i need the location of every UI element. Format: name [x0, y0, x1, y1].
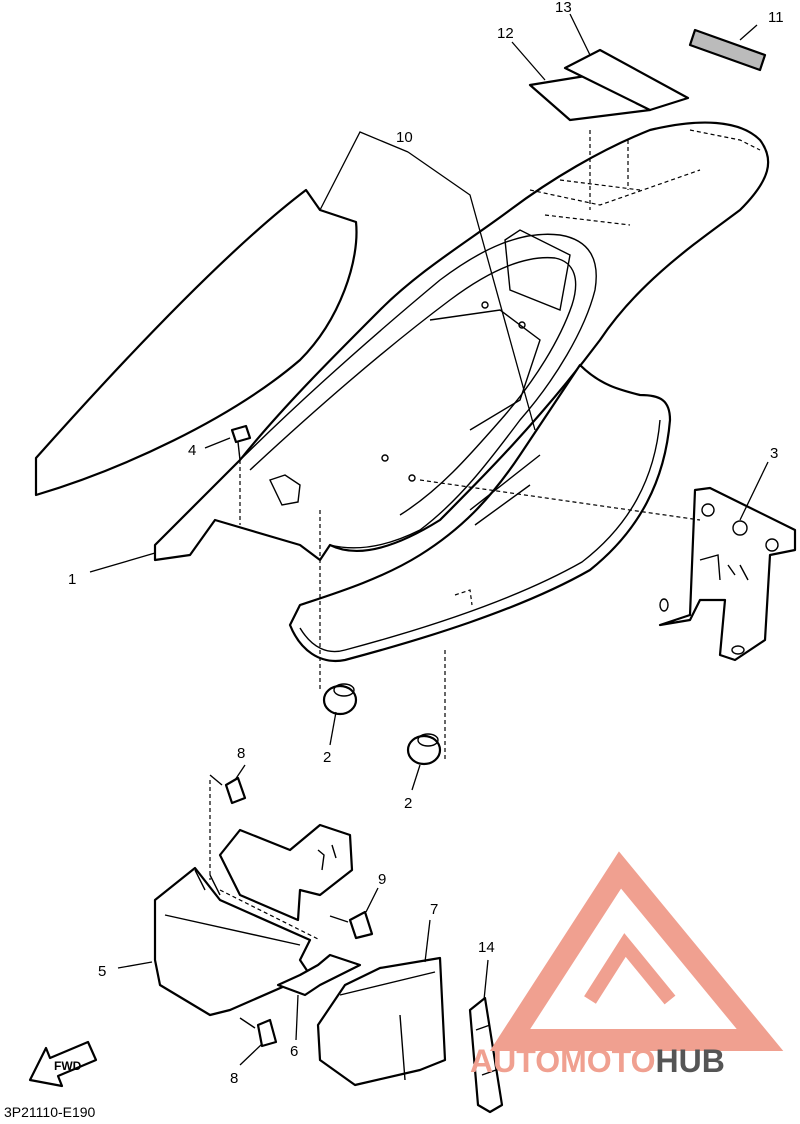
- bolt-8-lower: [239, 1017, 278, 1048]
- callout-1: 1: [68, 571, 76, 588]
- emblem-11: [688, 28, 767, 72]
- rear-frame: [153, 121, 770, 562]
- watermark-moto: MOTO: [560, 1043, 655, 1079]
- callout-9: 9: [378, 871, 386, 888]
- diagram-code: 3P21110-E190: [4, 1104, 96, 1120]
- callout-5: 5: [98, 963, 106, 980]
- grommet-upper: [322, 683, 358, 716]
- callout-2b: 2: [404, 795, 412, 812]
- battery-cover: [316, 956, 447, 1087]
- decal-13: [563, 48, 690, 112]
- bolt-9: [329, 910, 374, 940]
- callout-4: 4: [188, 442, 196, 459]
- callout-7: 7: [430, 901, 438, 918]
- watermark-hub: HUB: [655, 1043, 724, 1079]
- plate: [276, 953, 362, 997]
- callout-10: 10: [396, 129, 413, 146]
- bolt-8-upper: [209, 774, 247, 805]
- callout-8b: 8: [230, 1070, 238, 1087]
- callout-11: 11: [768, 9, 784, 26]
- fwd-label: FWD: [54, 1059, 82, 1073]
- watermark-logo: AUTOMOTOHUB: [470, 851, 784, 1079]
- dashed-leaders: [209, 130, 701, 941]
- callout-numbers: 1 2 2 3 4 5 6 7 8 8 9 10 11 12 13 14: [68, 0, 784, 1087]
- screw: [230, 424, 252, 461]
- rubber-band: [468, 996, 504, 1114]
- battery-bracket: [218, 823, 354, 922]
- seat: [34, 188, 358, 497]
- callout-3: 3: [770, 445, 778, 462]
- callout-13: 13: [555, 0, 572, 16]
- svg-text:AUTOMOTOHUB: AUTOMOTOHUB: [470, 1043, 725, 1079]
- callout-2a: 2: [323, 749, 331, 766]
- fwd-arrow: FWD: [28, 1040, 98, 1088]
- callout-14: 14: [478, 939, 495, 956]
- callout-12: 12: [497, 25, 514, 42]
- side-cover: [288, 363, 672, 663]
- callout-8a: 8: [237, 745, 245, 762]
- watermark-auto: AUTO: [470, 1043, 560, 1079]
- callout-6: 6: [290, 1043, 298, 1060]
- grommet-lower: [406, 733, 442, 766]
- callout-leaders: [89, 13, 769, 1066]
- bracket: [658, 486, 797, 662]
